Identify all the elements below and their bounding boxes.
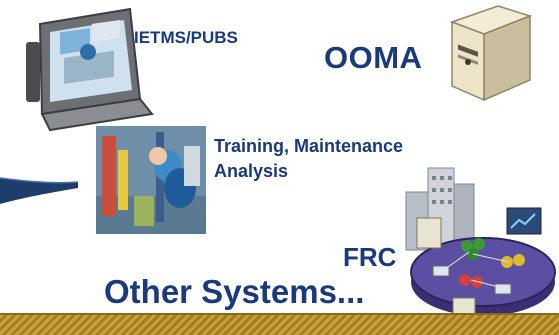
training-label-line2: Analysis [214,161,289,181]
rugged-laptop-icon [26,7,154,132]
frc-label: FRC [343,242,397,272]
other-systems-label: Other Systems... [104,273,365,310]
maintenance-training-image [96,126,206,234]
training-label-line1: Training, Maintenance [214,136,404,156]
ooma-label: OOMA [324,40,423,75]
network-platform-icon [410,207,556,329]
training-maintenance-label: Training, Maintenance Analysis [214,134,403,184]
bottom-decorative-band [0,313,559,335]
server-tower-icon [449,5,533,102]
connector-arrow [0,177,79,204]
ietms-pubs-label: IETMS/PUBS [134,28,238,47]
